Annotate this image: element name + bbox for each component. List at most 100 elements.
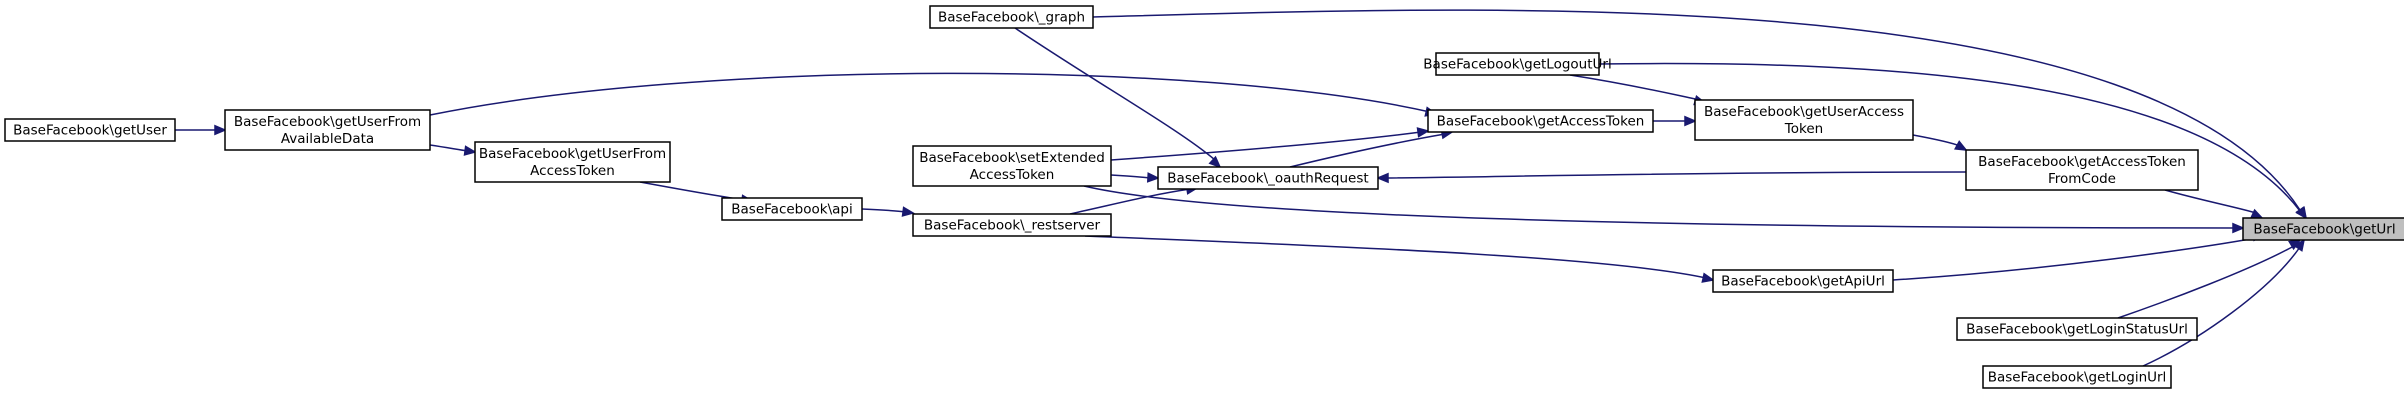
edge-line (429, 72, 1431, 116)
edge-getUserFromAvailableData-to-getUserFromAccessToken (429, 144, 477, 156)
node-box (1956, 317, 2198, 341)
edge-getUser-to-getUserFromAvailableData (175, 124, 227, 136)
node-box (2242, 217, 2404, 241)
node-label: BaseFacebook\setExtended (919, 150, 1105, 166)
edge-line (429, 144, 469, 152)
arrowhead-icon (2293, 238, 2306, 252)
edge-getAccessToken-to-getUserAccessToken (1652, 115, 1697, 127)
edge-line (2164, 189, 2257, 214)
edge-line (1092, 9, 2301, 211)
node-getLoginStatusUrl[interactable]: BaseFacebook\getLoginStatusUrl (1956, 317, 2198, 341)
edge-line (1014, 27, 1216, 161)
edge-line (861, 208, 907, 213)
edge-line (2117, 245, 2295, 319)
node-_restserver[interactable]: BaseFacebook\_restserver (912, 213, 1112, 237)
arrowhead-icon (2250, 208, 2264, 219)
node-box (912, 213, 1112, 237)
edge-getAccessTokenFromCode-to-_oauthRequest (1376, 171, 1967, 184)
edge-line (1084, 235, 1707, 279)
node-box (1694, 99, 1914, 141)
edge-_restserver-to-getApiUrl (1084, 235, 1715, 283)
arrowhead-icon (2232, 222, 2245, 234)
edge-_oauthRequest-to-getAccessToken (1289, 128, 1454, 168)
node-label: BaseFacebook\_graph (938, 10, 1085, 26)
node-label: BaseFacebook\getAccessToken (1978, 154, 2186, 170)
node-_oauthRequest[interactable]: BaseFacebook\_oauthRequest (1157, 166, 1379, 190)
node-box (474, 141, 671, 183)
arrowhead-icon (1146, 172, 1160, 183)
node-getUrl[interactable]: BaseFacebook\getUrl (2242, 217, 2404, 241)
node-getUser[interactable]: BaseFacebook\getUser (4, 118, 176, 142)
edge-setExtendedAccessToken-to-_oauthRequest (1110, 172, 1160, 183)
node-label: BaseFacebook\getUrl (2253, 222, 2395, 238)
edge-line (1083, 185, 2237, 229)
arrowhead-icon (1208, 155, 1222, 169)
node-box (912, 145, 1112, 187)
edge-line (1598, 62, 2301, 212)
node-getApiUrl[interactable]: BaseFacebook\getApiUrl (1712, 269, 1894, 293)
node-label: FromCode (2048, 171, 2116, 187)
edge-line (1289, 133, 1446, 168)
node-box (1712, 269, 1894, 293)
arrowhead-icon (901, 206, 915, 217)
node-label: BaseFacebook\_oauthRequest (1167, 171, 1368, 187)
edge-getAccessTokenFromCode-to-getUrl (2164, 189, 2264, 219)
node-box (929, 5, 1094, 29)
node-label: BaseFacebook\_restserver (924, 218, 1101, 234)
edge-setExtendedAccessToken-to-getUrl (1083, 185, 2245, 234)
node-getAccessToken[interactable]: BaseFacebook\getAccessToken (1427, 109, 1654, 133)
node-box (1982, 365, 2172, 389)
node-label: AccessToken (970, 167, 1055, 183)
edge-line (1569, 74, 1701, 101)
arrowhead-icon (1701, 272, 1715, 283)
nodes-layer: BaseFacebook\getUrl BaseFacebook\_graphBa… (4, 5, 2404, 389)
node-label: BaseFacebook\getUserAccess (1704, 104, 1904, 120)
node-box (1435, 52, 1600, 76)
node-label: BaseFacebook\getLoginStatusUrl (1966, 322, 2188, 338)
node-label: BaseFacebook\getUser (13, 123, 167, 139)
edge-getApiUrl-to-getUrl (1892, 231, 2265, 281)
arrowhead-icon (1954, 140, 1968, 151)
arrowhead-icon (1684, 115, 1697, 127)
node-getLogoutUrl[interactable]: BaseFacebook\getLogoutUrl (1423, 52, 1612, 76)
node-label: BaseFacebook\getLogoutUrl (1423, 57, 1611, 73)
edge-_graph-to-_oauthRequest (1014, 27, 1222, 169)
node-label: AccessToken (530, 163, 615, 179)
arrowhead-icon (214, 124, 227, 136)
node-box (4, 118, 176, 142)
arrowhead-icon (1416, 127, 1430, 138)
edge-getUserAccessToken-to-getAccessTokenFromCode (1912, 134, 1968, 151)
node-box (1157, 166, 1379, 190)
edge-api-to-_restserver (861, 206, 915, 217)
node-box (1965, 149, 2199, 191)
node-label: BaseFacebook\getLoginUrl (1988, 370, 2167, 386)
node-label: BaseFacebook\getAccessToken (1437, 114, 1645, 130)
edge-setExtendedAccessToken-to-getAccessToken (1110, 127, 1430, 161)
arrowhead-icon (1376, 172, 1389, 184)
node-label: Token (1784, 121, 1823, 137)
edge-line (1912, 134, 1961, 147)
node-label: BaseFacebook\getUserFrom (234, 114, 421, 130)
arrowhead-icon (2295, 206, 2308, 220)
node-label: BaseFacebook\getUserFrom (479, 146, 666, 162)
node-box (721, 197, 863, 221)
node-label: AvailableData (281, 131, 374, 147)
node-getLoginUrl[interactable]: BaseFacebook\getLoginUrl (1982, 365, 2172, 389)
node-box (1427, 109, 1654, 133)
edge-line (2142, 246, 2301, 367)
node-box (224, 109, 431, 151)
node-api[interactable]: BaseFacebook\api (721, 197, 863, 221)
edge-getUserFromAvailableData-to-getAccessToken (429, 72, 1438, 117)
node-_graph[interactable]: BaseFacebook\_graph (929, 5, 1094, 29)
node-label: BaseFacebook\api (731, 202, 852, 218)
edge-line (1892, 237, 2257, 281)
edge-getLogoutUrl-to-getUrl (1598, 62, 2308, 220)
edge-line (1069, 188, 1191, 215)
edge-line (1384, 171, 1967, 179)
